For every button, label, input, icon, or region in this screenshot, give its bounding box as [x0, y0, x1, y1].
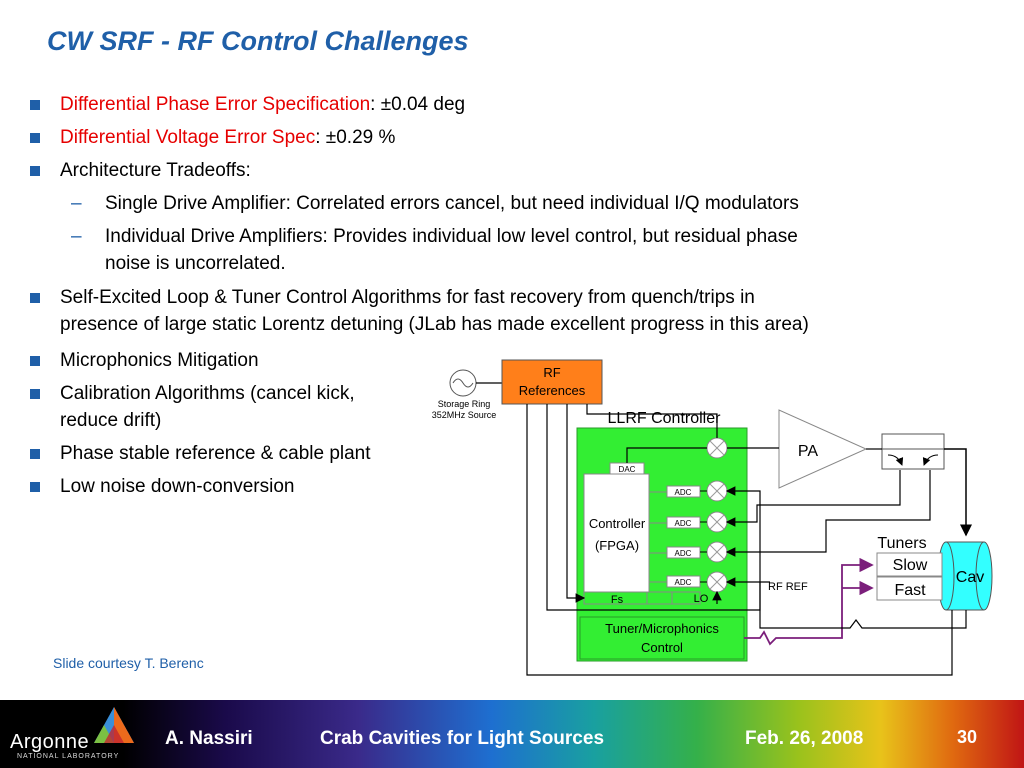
source-label-2: 352MHz Source	[432, 410, 497, 420]
bullet-phase-stable: Phase stable reference & cable plant	[30, 440, 371, 467]
svg-text:ADC: ADC	[675, 488, 692, 497]
rf-references-label-2: References	[519, 383, 586, 398]
directional-coupler	[881, 433, 945, 470]
llrf-block-diagram: Storage Ring 352MHz Source RF References…	[432, 359, 993, 676]
fs-lo-box	[583, 591, 701, 605]
bullet-square-icon	[30, 166, 40, 176]
footer-bar	[0, 700, 1024, 768]
svg-text:ADC: ADC	[675, 549, 692, 558]
argonne-logo-text: Argonne	[10, 731, 90, 753]
bullet-square-icon	[30, 389, 40, 399]
svg-text:ADC: ADC	[675, 519, 692, 528]
source-label-1: Storage Ring	[438, 399, 491, 409]
sub-bullet-single-drive: – Single Drive Amplifier: Correlated err…	[71, 190, 799, 217]
slide-title: CW SRF - RF Control Challenges	[47, 26, 469, 56]
tuner-control-label-1: Tuner/Microphonics	[605, 621, 719, 636]
adc-4: ADC	[666, 575, 701, 588]
rf-ref-label: RF REF	[768, 581, 808, 593]
bullet-microphonics: Microphonics Mitigation	[30, 347, 259, 374]
controller-label-1: Controller	[589, 516, 646, 531]
svg-text:ADC: ADC	[675, 578, 692, 587]
bullet-square-icon	[30, 293, 40, 303]
argonne-logo-subtitle: NATIONAL LABORATORY	[17, 753, 120, 760]
adc-2: ADC	[666, 516, 701, 529]
footer-date: Feb. 26, 2008	[745, 728, 864, 749]
fast-label: Fast	[894, 582, 926, 599]
fs-label: Fs	[611, 594, 624, 606]
llrf-controller-label: LLRF Controller	[608, 410, 722, 427]
footer-talk-title: Crab Cavities for Light Sources	[320, 728, 605, 749]
dash-bullet-icon: –	[71, 193, 82, 214]
cav-label: Cav	[956, 569, 984, 586]
controller-label-2: (FPGA)	[595, 538, 639, 553]
fast-tuner-box	[876, 576, 943, 601]
bullet-calibration: Calibration Algorithms (cancel kick, red…	[30, 380, 355, 434]
bullet-phase-spec: Differential Phase Error Specification: …	[30, 91, 465, 118]
slow-label: Slow	[893, 557, 928, 574]
bullet-square-icon	[30, 356, 40, 366]
bullet-square-icon	[30, 100, 40, 110]
tuner-control-label-2: Control	[641, 640, 683, 655]
rf-references-box	[501, 359, 603, 405]
tuners-label: Tuners	[877, 535, 926, 552]
dac-label: DAC	[619, 465, 636, 474]
footer-author: A. Nassiri	[165, 728, 253, 749]
bullet-voltage-spec: Differential Voltage Error Spec: ±0.29 %	[30, 124, 395, 151]
slow-tuner-box	[876, 552, 943, 577]
storage-ring-source: Storage Ring 352MHz Source	[432, 369, 502, 420]
bullet-square-icon	[30, 133, 40, 143]
bullet-square-icon	[30, 449, 40, 459]
bullet-architecture: Architecture Tradeoffs:	[30, 157, 251, 184]
sub-bullet-individual-drive: – Individual Drive Amplifiers: Provides …	[71, 223, 798, 277]
pa-label: PA	[798, 443, 818, 460]
cavity: Cav	[937, 541, 993, 611]
slide-courtesy: Slide courtesy T. Berenc	[53, 655, 204, 671]
adc-3: ADC	[666, 546, 701, 559]
pa-amplifier	[778, 409, 868, 489]
page-number: 30	[957, 727, 978, 747]
fpga-controller-box	[583, 473, 650, 593]
lo-label: LO	[694, 593, 709, 605]
argonne-logo-icon	[94, 707, 134, 743]
rf-references-label-1: RF	[543, 365, 560, 380]
bullet-low-noise: Low noise down-conversion	[30, 473, 294, 500]
bullet-square-icon	[30, 482, 40, 492]
adc-1: ADC	[666, 485, 701, 498]
bullet-self-excited-loop: Self-Excited Loop & Tuner Control Algori…	[30, 284, 809, 338]
dash-bullet-icon: –	[71, 226, 82, 247]
